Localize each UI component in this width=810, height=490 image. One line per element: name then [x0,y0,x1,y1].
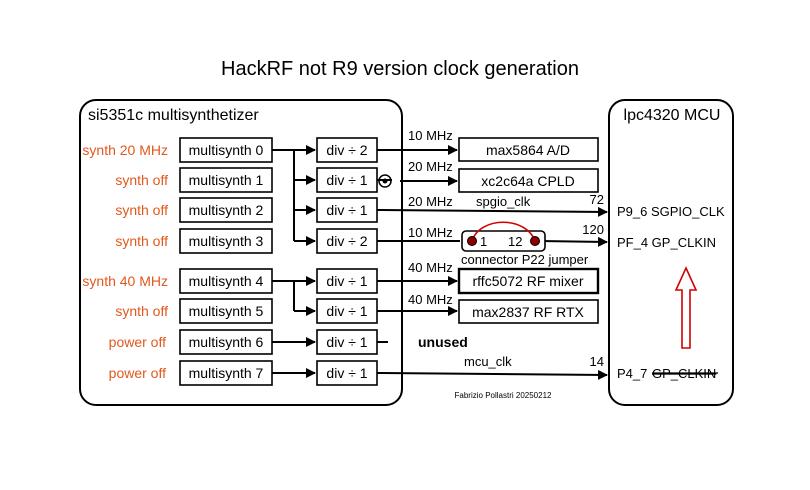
divider-7-label: div ÷ 1 [326,365,367,381]
divider-3: div ÷ 2 [316,228,378,254]
divider-2-label: div ÷ 1 [326,202,367,218]
spgio-clk-label: spgio_clk [476,194,531,209]
device-adc: max5864 A/D [458,137,599,162]
divider-3-label: div ÷ 2 [326,233,367,249]
si5351-title: si5351c multisynthetizer [88,107,259,124]
multisynth-3: multisynth 3 [179,228,273,254]
jumper-pin12-label: 12 [508,234,522,249]
divider-7: div ÷ 1 [316,360,378,386]
multisynth-0-label: multisynth 0 [189,142,264,158]
device-cpld: xc2c64a CPLD [458,168,599,193]
jumper-label: connector P22 jumper [461,252,589,267]
multisynth-6-label: multisynth 6 [189,334,264,350]
freq-4: 40 MHz [408,260,453,275]
divider-5-label: div ÷ 1 [326,303,367,319]
pin-120-num: 120 [582,222,604,237]
jumper-pin1-label: 1 [480,234,487,249]
no-connect-icon [378,174,392,188]
device-rtx-label: max2837 RF RTX [472,304,584,320]
diagram-title: HackRF not R9 version clock generation [221,58,579,80]
divider-0-label: div ÷ 2 [326,142,367,158]
pin-120-name: PF_4 GP_CLKIN [617,235,716,250]
ms4-bus [272,276,316,316]
row7-status: power off [109,365,166,381]
multisynth-2-label: multisynth 2 [189,202,264,218]
multisynth-3-label: multisynth 3 [189,233,264,249]
out2-wire [376,206,608,217]
divider-4: div ÷ 1 [316,268,378,294]
row1-status: synth off [115,172,168,188]
jumper-p22: 1 12 [461,221,546,252]
row0-status: synth 20 MHz [82,142,168,158]
multisynth-4-label: multisynth 4 [189,273,264,289]
jumper-wire [471,221,536,242]
jumper-pin-1 [467,236,477,246]
divider-0: div ÷ 2 [316,137,378,163]
mcu-clk-label: mcu_clk [464,354,512,369]
multisynth-0: multisynth 0 [179,137,273,163]
device-adc-label: max5864 A/D [486,142,570,158]
freq-0: 10 MHz [408,128,453,143]
device-cpld-label: xc2c64a CPLD [481,173,574,189]
multisynth-4: multisynth 4 [179,268,273,294]
multisynth-2: multisynth 2 [179,197,273,223]
ms0-bus [272,145,316,246]
multisynth-7: multisynth 7 [179,360,273,386]
multisynth-5-label: multisynth 5 [189,303,264,319]
divider-6-label: div ÷ 1 [326,334,367,350]
device-mixer-label: rffc5072 RF mixer [473,273,584,289]
row5-status: synth off [115,303,168,319]
up-arrow-icon [674,266,698,349]
multisynth-6: multisynth 6 [179,329,273,355]
si5351-container [79,99,403,406]
divider-4-label: div ÷ 1 [326,273,367,289]
out7-wire [376,369,608,380]
device-mixer: rffc5072 RF mixer [457,267,600,295]
device-rtx: max2837 RF RTX [458,299,599,324]
divider-1-label: div ÷ 1 [326,172,367,188]
divider-5: div ÷ 1 [316,298,378,324]
multisynth-5: multisynth 5 [179,298,273,324]
row3-status: synth off [115,233,168,249]
credit: Fabrizio Pollastri 20250212 [455,391,552,400]
divider-1: div ÷ 1 [316,167,378,193]
freq-3: 10 MHz [408,225,453,240]
pin-14-name: P4_7 [617,366,647,381]
row4-status: synth 40 MHz [82,273,168,289]
multisynth-1-label: multisynth 1 [189,172,264,188]
pin-72-num: 72 [590,192,604,207]
row6-status: power off [109,334,166,350]
divider-2: div ÷ 1 [316,197,378,223]
pin-14-num: 14 [590,354,604,369]
freq-1: 20 MHz [408,159,453,174]
pin-72-name: P9_6 SGPIO_CLK [617,204,725,219]
row2-status: synth off [115,202,168,218]
mcu-container [608,99,734,406]
jumper-pin-12 [530,236,540,246]
multisynth-1: multisynth 1 [179,167,273,193]
multisynth-7-label: multisynth 7 [189,365,264,381]
mcu-title: lpc4320 MCU [624,107,721,124]
jumper-out-wire [539,236,608,247]
freq-5: 40 MHz [408,292,453,307]
divider-6: div ÷ 1 [316,329,378,355]
unused-label: unused [418,334,468,350]
freq-2: 20 MHz [408,194,453,209]
